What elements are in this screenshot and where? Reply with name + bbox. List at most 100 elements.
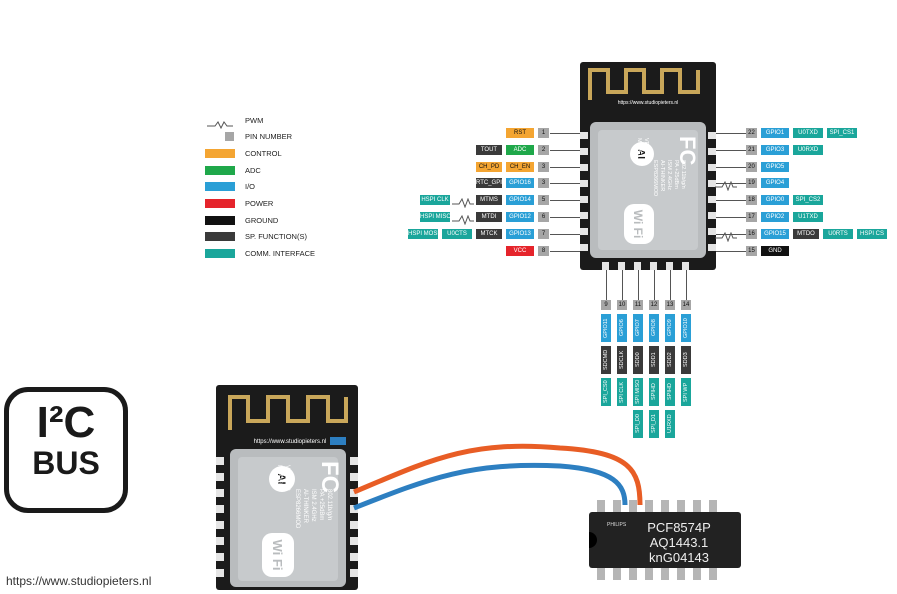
svg-text:MODEL: MODEL	[276, 465, 282, 487]
pin-label-comm_interface: HSPI MOSI	[408, 228, 438, 239]
legend-item-pwm: PWM	[205, 114, 264, 129]
pin-lead	[716, 133, 746, 134]
i2c-logo-line2: BUS	[32, 445, 100, 481]
svg-text:802.11b/g/n: 802.11b/g/n	[326, 489, 332, 520]
legend-item-ground: GROUND	[205, 214, 278, 226]
pin-lead	[716, 149, 746, 151]
pin-number: 15	[746, 245, 757, 256]
svg-text:802.11b/g/n: 802.11b/g/n	[680, 160, 686, 189]
wire-blue	[353, 462, 628, 511]
pin-label-adc: ADC	[506, 144, 534, 155]
pin-lead	[716, 200, 746, 202]
pin-lead	[550, 166, 580, 168]
pwm-icon	[452, 195, 474, 213]
legend-item-power: POWER	[205, 198, 273, 210]
legend-swatch	[205, 215, 235, 225]
legend-label: I/O	[245, 182, 256, 192]
pin-lead	[670, 270, 671, 300]
legend-swatch	[205, 249, 235, 259]
legend-label: COMM. INTERFACE	[245, 249, 316, 259]
pin-number: 9	[601, 300, 611, 310]
chip-brand: PHILIPS	[607, 522, 627, 528]
svg-text:Wi Fi: Wi Fi	[270, 540, 285, 571]
pin-label-control: CH_PD	[476, 161, 502, 172]
pin-label-comm_interface: SPI_CS2	[793, 195, 823, 206]
legend-label: ADC	[245, 165, 261, 175]
pin-label-comm_interface: U0RTS	[823, 228, 853, 239]
svg-text:PA +25dBm: PA +25dBm	[318, 489, 324, 520]
legend-swatch	[205, 148, 235, 158]
svg-text:FC: FC	[316, 461, 343, 493]
svg-text:MODEL: MODEL	[636, 138, 642, 158]
pin-lead	[716, 250, 746, 252]
legend-swatch	[205, 182, 235, 192]
pin-lead	[550, 217, 580, 218]
pin-number: 16	[746, 228, 757, 239]
svg-text:ISM 2.4GHz: ISM 2.4GHz	[310, 489, 316, 522]
pin-number: 21	[746, 144, 757, 155]
legend-label: POWER	[245, 199, 274, 208]
pin-label-io: GPIO1	[761, 128, 789, 138]
pin-lead	[716, 183, 746, 185]
svg-text:ESP8266MOD: ESP8266MOD	[652, 160, 658, 196]
pin-label-io: GPIO15	[761, 228, 789, 239]
pin-lead	[550, 133, 580, 134]
legend-swatch	[205, 232, 235, 242]
legend-swatch	[205, 116, 235, 129]
pin-number: 10	[617, 300, 627, 310]
legend-swatch	[205, 165, 235, 175]
legend-item-control: CONTROL	[205, 147, 282, 159]
i2c-bus-logo: I²C BUS	[4, 387, 128, 513]
pin-lead	[622, 270, 623, 300]
svg-text:AI-THINKER: AI-THINKER	[302, 489, 308, 524]
pin-number: 5	[538, 195, 549, 206]
pin-lead	[550, 149, 580, 151]
pin-number: 3	[538, 178, 549, 189]
pin-label-power: VCC	[506, 245, 534, 256]
legend-label: GROUND	[245, 215, 279, 225]
pin-label-sp_function: MTDI	[476, 212, 502, 222]
pin-lead	[550, 250, 580, 252]
pin-number: 18	[746, 195, 757, 206]
pin-label-comm_interface: U1TXD	[793, 212, 823, 222]
pin-lead	[686, 270, 687, 300]
pwm-icon	[715, 178, 737, 196]
pin-label-comm_interface: U0CTS	[442, 228, 472, 239]
legend-label: CONTROL	[245, 148, 282, 158]
pin-number: 11	[633, 300, 643, 310]
chip-line-3: knG04143	[649, 550, 709, 565]
pin-number: 17	[746, 212, 757, 222]
chip-line-2: AQ1443.1	[650, 535, 709, 550]
pin-number: 2	[538, 144, 549, 155]
svg-text:VENDOR: VENDOR	[643, 138, 649, 162]
pin-number: 3	[538, 161, 549, 172]
pin-lead	[550, 233, 580, 235]
pin-label-ground: GND	[761, 245, 789, 256]
pin-lead	[716, 217, 746, 218]
pin-number: 20	[746, 161, 757, 172]
ai-logo: AI	[635, 149, 646, 159]
pin-label-io: GPIO13	[506, 228, 534, 239]
pin-label-comm_interface: HSPI CLK	[420, 195, 450, 206]
module-url: https://www.studiopieters.nl	[618, 100, 679, 106]
legend-item-io: I/O	[205, 181, 255, 193]
legend-label: PWM	[245, 115, 264, 125]
legend-label: SP. FUNCTION(S)	[245, 232, 307, 242]
pin-number: 13	[665, 300, 675, 310]
legend-item-sp_function: SP. FUNCTION(S)	[205, 231, 307, 243]
pcf8574p-chip: PHILIPS PCF8574P AQ1443.1 knG04143	[589, 500, 741, 580]
module-url-bottom: https://www.studiopieters.nl	[254, 439, 327, 445]
legend-item-comm_interface: COMM. INTERFACE	[205, 248, 315, 260]
pin-label-sp_function: MTCK	[476, 228, 502, 239]
svg-text:AI-THINKER: AI-THINKER	[659, 160, 665, 191]
pin-label-sp_function: TOUT	[476, 144, 502, 155]
pwm-icon	[715, 229, 737, 247]
pin-label-comm_interface: U0RXD	[793, 144, 823, 155]
pin-label-io: GPIO16	[506, 178, 534, 189]
i2c-logo-line1: I²C	[36, 398, 96, 447]
pin-label-sp_function: RTC_GPIO0	[476, 178, 502, 189]
pin-lead	[606, 270, 607, 300]
pin-number: 12	[649, 300, 659, 310]
pin-label-sp_function: MTMS	[476, 195, 502, 206]
pin-label-comm_interface: HSPI MISO	[420, 212, 450, 222]
